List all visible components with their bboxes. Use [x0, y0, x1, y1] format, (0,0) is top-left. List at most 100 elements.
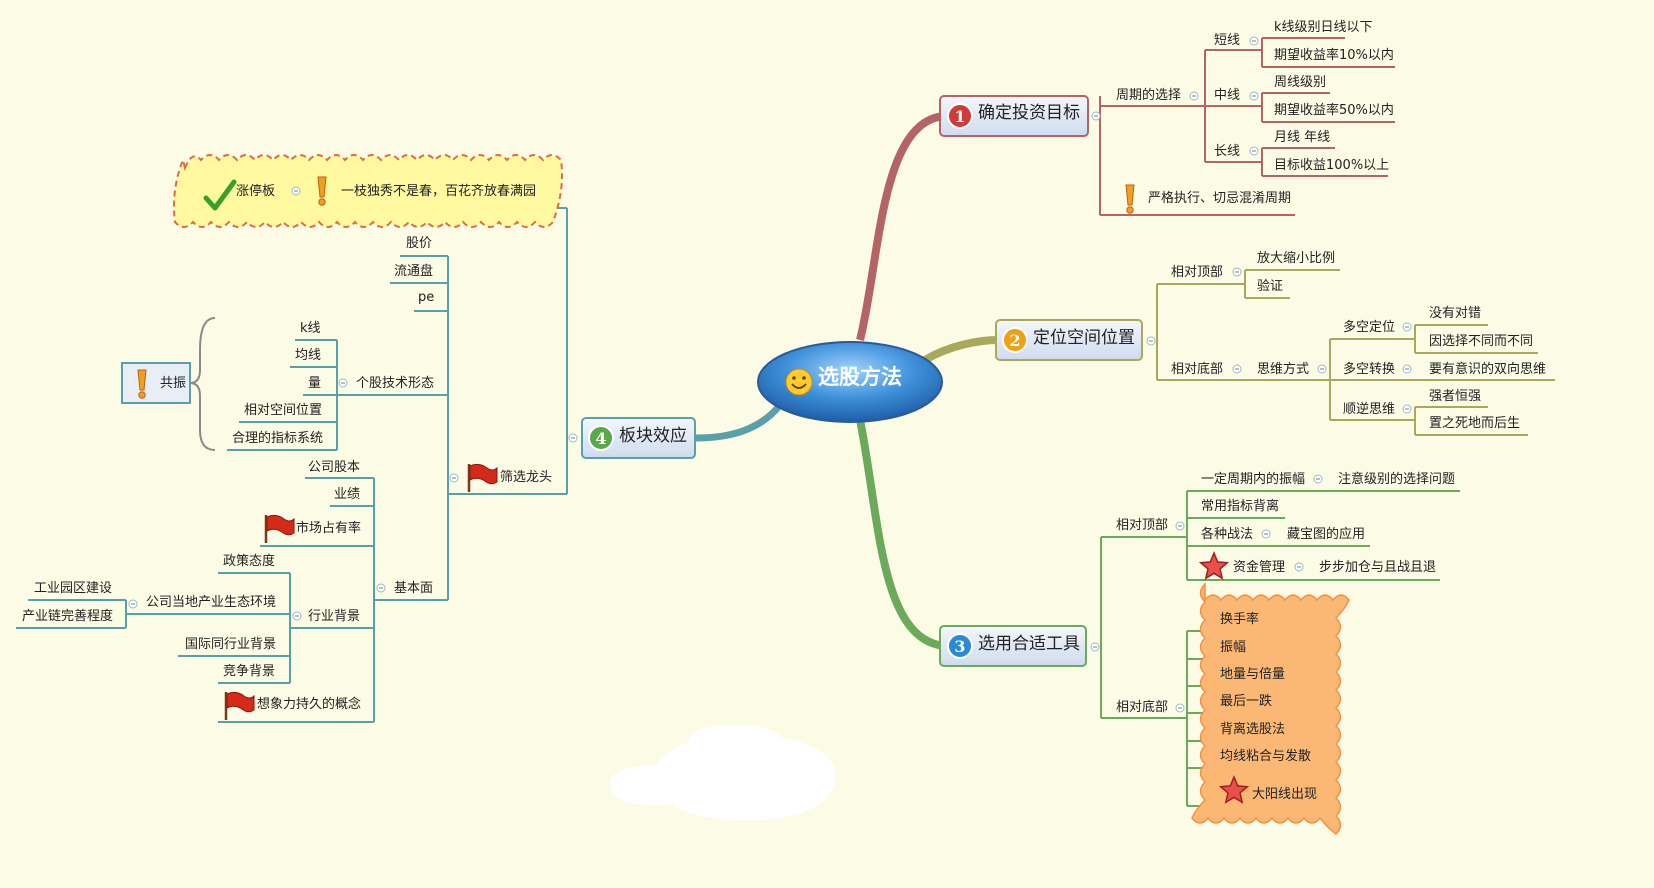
smiley-mouth: [791, 383, 807, 389]
node-label[interactable]: 想象力持久的概念: [257, 697, 362, 712]
exclamation-dot: [138, 391, 146, 399]
node-label[interactable]: 思维方式: [1257, 362, 1310, 377]
main-topics: 1 2 3 4: [581, 95, 1143, 667]
number-badge-text: 3: [954, 637, 965, 656]
node-label[interactable]: 藏宝图的应用: [1287, 527, 1366, 542]
main-topic-label[interactable]: 板块效应: [619, 426, 687, 446]
node-label[interactable]: 要有意识的双向思维: [1429, 362, 1547, 377]
exclamation-icon: [317, 176, 327, 206]
node-label[interactable]: 涨停板: [236, 184, 276, 199]
topic-box: [581, 417, 696, 459]
node-label[interactable]: 相对底部: [1116, 700, 1169, 715]
node-label[interactable]: 相对顶部: [1116, 518, 1169, 533]
node-label[interactable]: 最后一跌: [1220, 694, 1273, 709]
node-label[interactable]: k线级别日线以下: [1274, 20, 1373, 35]
connector-curve: [856, 112, 946, 341]
node-label[interactable]: 相对底部: [1171, 362, 1224, 377]
node-label[interactable]: 竞争背景: [223, 664, 276, 679]
cloud-callout-bg: [173, 154, 563, 228]
node-label[interactable]: 常用指标背离: [1201, 499, 1280, 514]
node-label[interactable]: 目标收益100%以上: [1274, 158, 1390, 173]
node-label[interactable]: 多空定位: [1343, 320, 1396, 335]
node-label[interactable]: 个股技术形态: [356, 376, 435, 391]
exclamation-icon: [1125, 184, 1135, 214]
node-label[interactable]: 短线: [1214, 33, 1241, 48]
node-label[interactable]: 月线 年线: [1274, 130, 1331, 145]
node-label[interactable]: 中线: [1214, 88, 1241, 103]
node-label[interactable]: 期望收益率10%以内: [1274, 48, 1394, 63]
node-label[interactable]: 公司当地产业生态环境: [146, 595, 277, 610]
node-label[interactable]: 公司股本: [308, 460, 361, 475]
node-label[interactable]: 均线粘合与发散: [1220, 749, 1312, 764]
node-label[interactable]: 严格执行、切忌混淆周期: [1148, 191, 1292, 206]
node-label[interactable]: 业绩: [334, 487, 361, 502]
main-topic-label[interactable]: 定位空间位置: [1033, 328, 1135, 348]
node-label[interactable]: 行业背景: [308, 609, 361, 624]
flag-cloth: [266, 514, 295, 536]
node-label[interactable]: 因选择不同而不同: [1429, 334, 1534, 349]
node-label[interactable]: 相对顶部: [1171, 265, 1224, 280]
number-badge: [1002, 327, 1028, 353]
node-label[interactable]: pe: [418, 290, 435, 305]
number-badge-text: 1: [954, 107, 965, 126]
connector-curve: [189, 317, 216, 451]
node-label[interactable]: 振幅: [1220, 640, 1247, 655]
node-label[interactable]: 地量与倍量: [1220, 667, 1286, 682]
number-badge-text: 4: [595, 429, 606, 448]
star-icon: [1218, 775, 1250, 804]
node-label[interactable]: 一定周期内的振幅: [1201, 472, 1306, 487]
node-label[interactable]: 市场占有率: [296, 521, 362, 536]
node-label[interactable]: 没有对错: [1429, 306, 1482, 321]
node-label[interactable]: 筛选龙头: [500, 470, 553, 485]
main-topic-label[interactable]: 选用合适工具: [978, 634, 1080, 654]
node-label[interactable]: 置之死地而后生: [1429, 416, 1521, 431]
callout-label[interactable]: 共振: [160, 376, 187, 391]
orange-callout-bg: [1191, 582, 1350, 835]
node-label[interactable]: 步步加仓与且战且退: [1319, 560, 1437, 575]
connector-curve: [856, 419, 946, 650]
node-label[interactable]: 长线: [1214, 144, 1241, 159]
node-label[interactable]: 周线级别: [1274, 75, 1327, 90]
node-label[interactable]: 背离选股法: [1220, 722, 1286, 737]
node-label[interactable]: 均线: [295, 348, 322, 363]
node-label[interactable]: 政策态度: [223, 554, 276, 569]
central-topic-label[interactable]: 选股方法: [818, 365, 902, 389]
main-topic-label[interactable]: 确定投资目标: [978, 103, 1080, 123]
node-label[interactable]: 期望收益率50%以内: [1274, 103, 1394, 118]
node-label[interactable]: 相对空间位置: [244, 403, 323, 418]
node-label[interactable]: 股价: [406, 236, 433, 251]
node-label[interactable]: 大阳线出现: [1252, 787, 1318, 802]
smiley-icon: [785, 368, 813, 396]
node-label[interactable]: 多空转换: [1343, 362, 1396, 377]
node-label[interactable]: 验证: [1257, 279, 1284, 294]
node-label[interactable]: 基本面: [394, 581, 434, 596]
exclamation-icon: [137, 369, 147, 399]
flag-cloth: [226, 691, 255, 713]
node-label[interactable]: 强者恒强: [1429, 389, 1482, 404]
node-label[interactable]: 工业园区建设: [34, 581, 113, 596]
node-label[interactable]: 国际同行业背景: [185, 637, 277, 652]
node-label[interactable]: 流通盘: [394, 264, 434, 279]
number-badge: [947, 103, 973, 129]
node-label[interactable]: 放大缩小比例: [1257, 251, 1336, 266]
smiley-eye: [802, 376, 806, 380]
central-topic-oval: [757, 341, 943, 423]
node-label[interactable]: 产业链完善程度: [22, 609, 114, 624]
node-label[interactable]: 注意级别的选择问题: [1338, 472, 1456, 487]
node-label[interactable]: 换手率: [1220, 612, 1260, 627]
node-label[interactable]: 合理的指标系统: [232, 431, 324, 446]
connector-lines: [16, 37, 1555, 807]
node-label[interactable]: k线: [300, 321, 321, 336]
flag-cloth: [469, 463, 498, 485]
node-label[interactable]: 周期的选择: [1116, 88, 1182, 103]
node-label[interactable]: 各种战法: [1201, 527, 1254, 542]
node-label[interactable]: 资金管理: [1233, 560, 1286, 575]
node-label[interactable]: 顺逆思维: [1343, 402, 1396, 417]
node-label[interactable]: 量: [308, 376, 322, 391]
node-label[interactable]: 一枝独秀不是春，百花齐放春满园: [341, 184, 537, 199]
checkmark-icon: [203, 179, 237, 211]
connector-curve: [695, 402, 783, 442]
number-badge-text: 2: [1009, 331, 1020, 350]
